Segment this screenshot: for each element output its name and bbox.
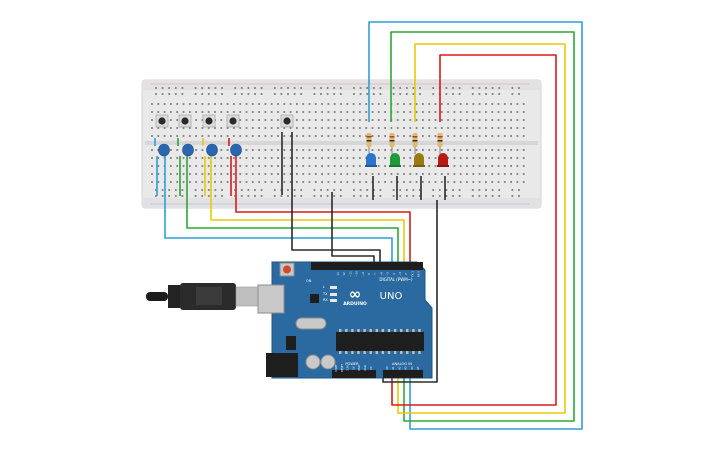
digital-pin-label: ~11 — [348, 271, 352, 277]
resistor-4 — [230, 143, 242, 157]
breadboard — [141, 79, 542, 209]
wires — [154, 21, 583, 430]
usb-port — [257, 284, 285, 314]
usb-cable — [146, 283, 259, 310]
digital-pin-label: ~3 — [398, 272, 402, 276]
yellow-led — [413, 153, 425, 167]
resistor-2 — [182, 143, 194, 157]
power-pin-label: A3 — [405, 366, 408, 370]
power-pin-label: GND — [358, 365, 361, 371]
capacitor-2 — [320, 354, 336, 370]
digital-pin-label: 2 — [404, 273, 408, 275]
button-2[interactable] — [178, 114, 192, 128]
digital-pin-label: 13 — [336, 272, 340, 276]
digital-pin-label: 7 — [373, 273, 377, 275]
power-pin-label: A0 — [386, 366, 389, 370]
power-pin-label: A5 — [417, 366, 420, 370]
power-jack — [266, 353, 298, 377]
power-pin-label: IOREF — [335, 364, 338, 372]
wire-yellow-led — [397, 43, 566, 414]
wire-yellow-button — [210, 155, 405, 262]
tx-led-label: TX — [322, 292, 328, 296]
wire-blue-led — [368, 21, 583, 430]
button-5[interactable] — [280, 114, 294, 128]
digital-header — [311, 262, 423, 270]
arduino-uno-board: ∞ ARDUINO UNO DIGITAL (PWM~) POWER ANALO… — [257, 261, 433, 379]
wire-black-gnd-2 — [291, 132, 381, 262]
on-led-label: ON — [306, 279, 312, 283]
atmega-chip — [336, 332, 424, 351]
digital-label: DIGITAL (PWM~) — [379, 277, 413, 282]
blue-led — [365, 153, 377, 167]
capacitor-1 — [305, 354, 321, 370]
model-label: UNO — [380, 291, 403, 302]
power-header — [332, 370, 376, 378]
digital-pin-label: RX 0 — [417, 271, 421, 277]
digital-pin-label: 4 — [392, 273, 396, 275]
resistor-3 — [206, 143, 218, 157]
red-led — [437, 153, 449, 167]
wire-blue-button — [164, 155, 393, 262]
button-4[interactable] — [226, 114, 240, 128]
button-3[interactable] — [202, 114, 216, 128]
analog-header — [383, 370, 423, 378]
brand-label: ARDUINO — [343, 301, 367, 307]
power-pin-label: 3.3V — [347, 365, 350, 371]
power-pin-label: GND — [364, 365, 367, 371]
push-buttons — [155, 114, 294, 128]
power-pin-label: A2 — [398, 366, 401, 370]
wire-red-button — [235, 155, 411, 262]
leds — [365, 153, 449, 167]
power-pin-label: 5V — [352, 366, 355, 370]
digital-pin-label: TX 1 — [410, 271, 414, 277]
digital-pin-label: ~10 — [355, 271, 359, 277]
digital-pin-label: ~5 — [386, 272, 390, 276]
power-pin-label: A1 — [392, 366, 395, 370]
led-resistors — [366, 133, 443, 154]
digital-pin-label: ~9 — [361, 272, 365, 276]
green-led — [389, 153, 401, 167]
power-pin-label: Vin — [370, 366, 373, 370]
wire-black-gnd-3 — [331, 192, 375, 262]
infinity-logo-icon: ∞ — [349, 285, 362, 303]
digital-pin-label: 12 — [342, 272, 346, 276]
resistor-1 — [158, 143, 170, 157]
digital-pin-label: 8 — [367, 273, 371, 275]
power-pin-label: A4 — [411, 366, 414, 370]
pulldown-resistors — [158, 143, 242, 157]
power-label: POWER — [345, 362, 359, 366]
analog-label: ANALOG IN — [392, 362, 412, 366]
wire-red-led — [391, 54, 557, 406]
arduino-logo: ∞ ARDUINO UNO — [343, 285, 402, 307]
l-led-label: L — [323, 285, 325, 289]
digital-pin-label: ~6 — [379, 272, 383, 276]
crystal — [295, 317, 327, 330]
power-pin-label: RESET — [341, 364, 344, 372]
rx-led-label: RX — [323, 298, 328, 302]
button-1[interactable] — [155, 114, 169, 128]
